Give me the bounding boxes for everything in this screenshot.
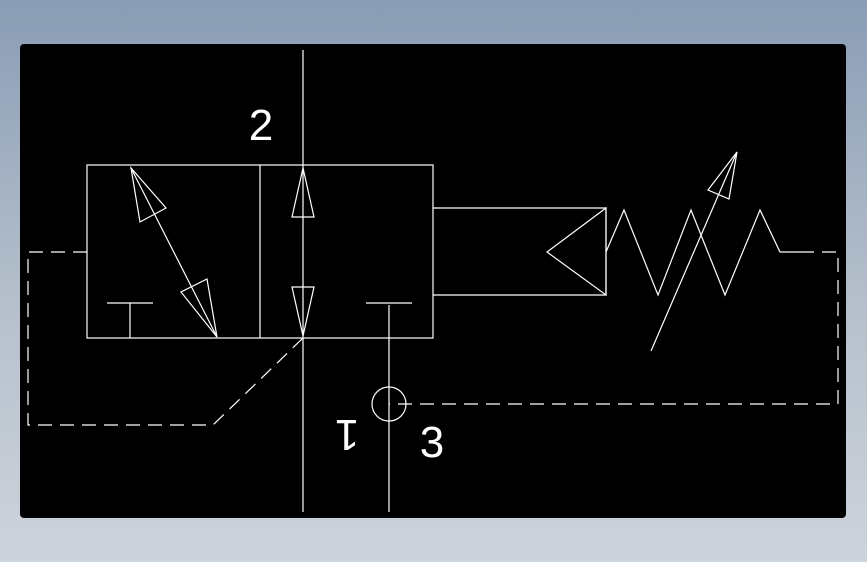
vertical-arrow-head-top	[291, 167, 315, 218]
pilot-line-left	[27, 251, 304, 426]
diagonal-arrow-head-bottom	[180, 278, 218, 338]
diagonal-arrow-head-top	[130, 166, 167, 223]
port-label-2: 2	[249, 101, 273, 150]
pilot-line-right	[389, 251, 839, 405]
adjustable-arrow-line	[650, 151, 738, 352]
pilot-lines	[27, 251, 839, 426]
diagonal-flow-line	[130, 167, 218, 338]
vertical-arrow-head-bottom	[291, 286, 315, 337]
valve-symbol	[86, 50, 800, 512]
spring-zigzag	[605, 208, 800, 297]
port-label-1: 1	[335, 410, 359, 459]
adjustable-arrow-head	[707, 151, 738, 200]
port-label-3: 3	[420, 418, 444, 467]
